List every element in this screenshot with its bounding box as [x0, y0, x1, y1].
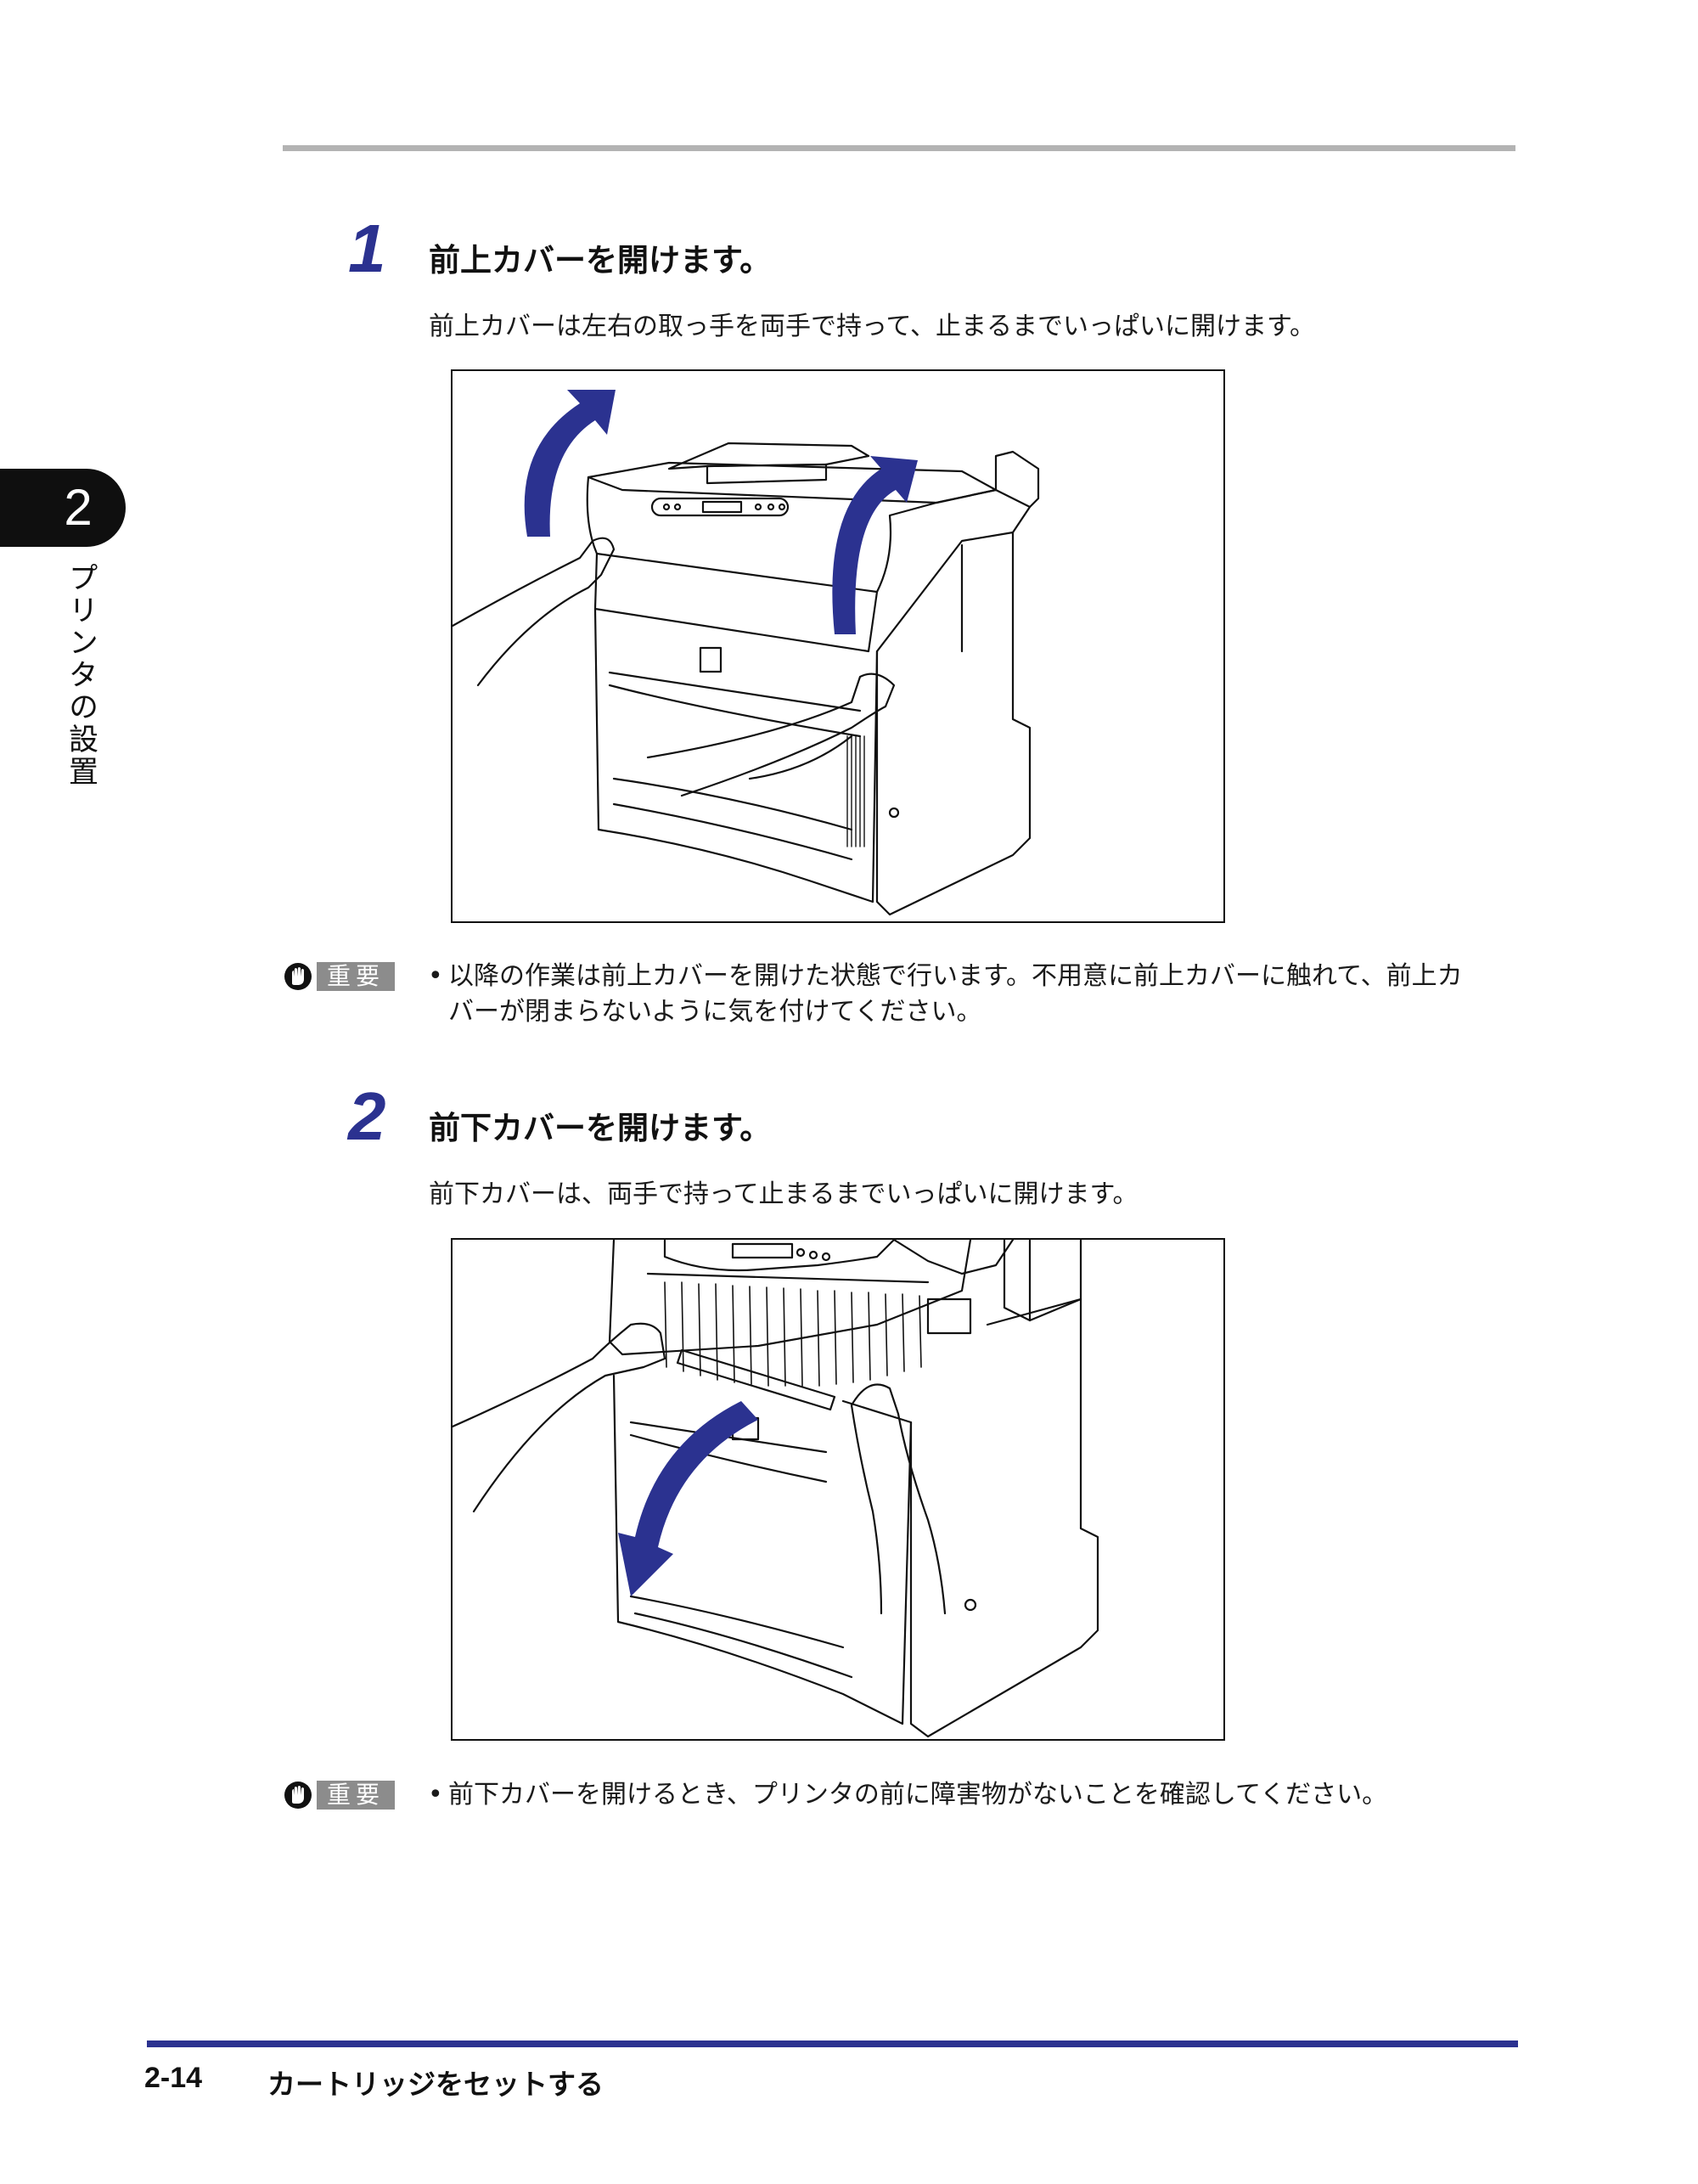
step-2-number: 2	[348, 1078, 386, 1154]
step-1-note: • 以降の作業は前上カバーを開けた状態で行います。不用意に前上カバーに触れて、前…	[428, 959, 1532, 1030]
note-line: 前下カバーを開けるとき、プリンタの前に障害物がないことを確認してください。	[448, 1780, 1388, 1810]
step-1-illustration	[451, 369, 1225, 923]
note-bullet: •	[428, 961, 443, 991]
header-rule	[283, 145, 1515, 151]
step-1-description: 前上カバーは左右の取っ手を両手で持って、止まるまでいっぱいに開けます。	[429, 312, 1315, 341]
note-bullet: •	[428, 1780, 443, 1810]
footer-rule	[147, 2040, 1518, 2047]
page-number: 2-14	[144, 2062, 203, 2094]
step-2-description: 前下カバーは、両手で持って止まるまでいっぱいに開けます。	[429, 1179, 1139, 1209]
hand-stop-icon	[284, 963, 312, 990]
important-badge-label: 重要	[317, 1781, 396, 1810]
printer-open-bottom-cover-drawing	[453, 1240, 1099, 1738]
important-badge-2: 重要	[283, 1780, 396, 1810]
important-badge-label: 重要	[317, 962, 396, 991]
footer-section-title: カートリッジをセットする	[267, 2068, 604, 2101]
step-2-illustration	[451, 1238, 1225, 1741]
chapter-number: 2	[64, 479, 93, 536]
step-1-number: 1	[348, 211, 386, 286]
note-line: 以降の作業は前上カバーを開けた状態で行います。不用意に前上カバーに触れて、前上カ	[448, 961, 1463, 991]
step-1-title: 前上カバーを開けます。	[429, 242, 772, 279]
important-badge-1: 重要	[283, 961, 396, 992]
chapter-tab	[0, 469, 126, 547]
note-line: バーが閉まらないように気を付けてください。	[448, 997, 982, 1027]
printer-open-top-cover-drawing	[453, 390, 1040, 916]
chapter-title: プリンタの設置	[64, 562, 98, 788]
step-2-title: 前下カバーを開けます。	[429, 1110, 772, 1146]
step-2-note: • 前下カバーを開けるとき、プリンタの前に障害物がないことを確認してください。	[428, 1777, 1532, 1813]
hand-stop-icon	[284, 1782, 312, 1809]
